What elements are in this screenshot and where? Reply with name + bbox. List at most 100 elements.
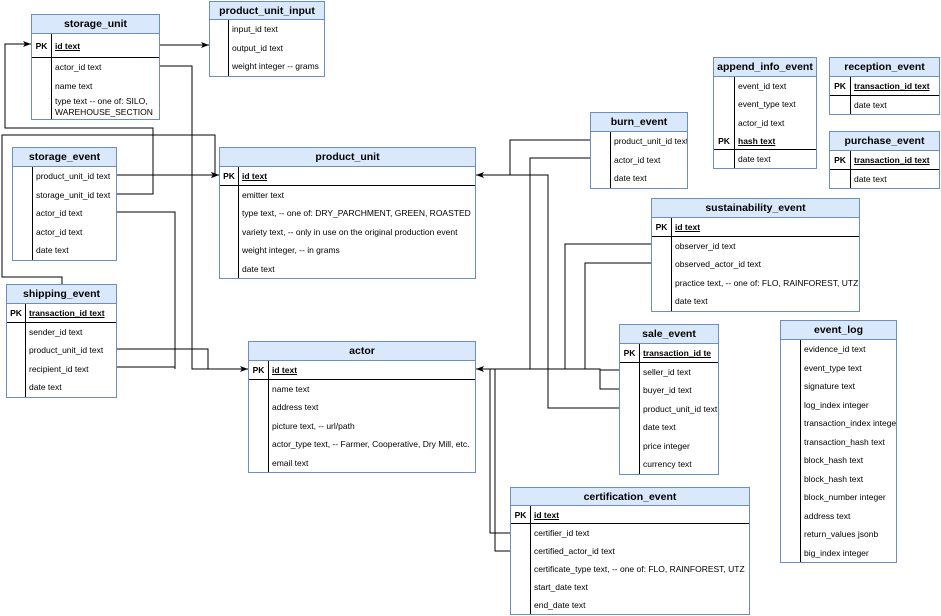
table-row: output_id text: [210, 38, 324, 57]
key-cell: [620, 381, 640, 400]
connector-burn-event-actor-id: [476, 157, 590, 372]
table-row: product_unit_id text: [13, 167, 116, 186]
field-label: evidence_id text: [804, 344, 866, 355]
reception-event-title: reception_event: [830, 58, 939, 77]
field-label: buyer_id text: [643, 385, 692, 396]
key-cell: [13, 185, 33, 204]
field-label: certificate_type text, -- one of: FLO, R…: [534, 564, 745, 574]
key-cell: [249, 453, 269, 472]
key-cell: [652, 292, 672, 311]
field-label: weight integer -- grams: [232, 61, 319, 72]
field-label: date text: [29, 382, 62, 393]
field-label: product_unit_id text: [36, 171, 111, 182]
table-row: type text -- one of: SILO, WAREHOUSE_SEC…: [32, 95, 159, 119]
key-cell: PK: [220, 167, 239, 185]
table-row: variety text, -- only in use on the orig…: [220, 222, 475, 241]
key-cell: [13, 241, 33, 260]
table-row: date text: [620, 418, 718, 437]
connector-shipping-event-product-unit-id: [117, 348, 209, 369]
field-label: date text: [854, 173, 887, 184]
field-label: date text: [675, 296, 708, 307]
table-row: big_index integer: [781, 543, 896, 562]
field-label: type text, -- one of: DRY_PARCHMENT, GRE…: [242, 208, 471, 219]
table-row: actor_id text: [32, 58, 159, 77]
key-cell: [620, 436, 640, 455]
field-label: hash text: [738, 135, 776, 146]
key-cell: [830, 169, 851, 188]
key-cell: [32, 58, 52, 77]
key-cell: [7, 322, 26, 341]
field-label: id text: [272, 364, 298, 375]
field-label: price integer: [643, 440, 690, 451]
burn-event-title: burn_event: [591, 113, 687, 132]
key-cell: [220, 204, 239, 223]
key-cell: [591, 169, 611, 188]
shipping-event-title: shipping_event: [7, 285, 116, 304]
key-cell: PK: [714, 131, 735, 150]
table-row: block_hash text: [781, 469, 896, 488]
actor-title: actor: [249, 342, 475, 361]
table-row: product_unit_id text: [591, 132, 687, 151]
field-label: actor_id text: [36, 208, 83, 219]
field-label: date text: [614, 173, 647, 184]
field-label: end_date text: [534, 600, 586, 610]
key-cell: [220, 185, 239, 204]
table-row: observer_id text: [652, 236, 859, 255]
table-row: transaction_index intege: [781, 414, 896, 433]
key-cell: [220, 222, 239, 241]
table-row: signature text: [781, 377, 896, 396]
field-label: name text: [55, 80, 93, 91]
field-label: block_hash text: [804, 473, 864, 484]
table-row: product_unit_id text: [620, 399, 718, 418]
field-label: date text: [738, 154, 771, 165]
field-label: transaction_index intege: [804, 418, 896, 429]
table-row: weight integer -- grams: [210, 57, 324, 76]
table-row: event_id text: [714, 77, 816, 96]
table-row: date text: [7, 378, 116, 397]
connector-burn-event-product-unit-id: [476, 139, 590, 178]
field-label: log_index integer: [804, 399, 869, 410]
table-row: price integer: [620, 436, 718, 455]
certification-event-title: certification_event: [511, 488, 749, 506]
field-label: date text: [242, 263, 275, 274]
table-row: certifier_id text: [511, 524, 749, 542]
field-label: product_unit_id text: [643, 403, 718, 414]
field-label: transaction_id text: [854, 80, 930, 91]
field-label: id text: [55, 40, 81, 51]
table-row: transaction_hash text: [781, 432, 896, 451]
key-cell: [249, 379, 269, 398]
key-cell: [511, 524, 531, 542]
field-label: event_type text: [804, 362, 862, 373]
field-label: date text: [643, 422, 676, 433]
table-row: end_date text: [511, 596, 749, 614]
key-cell: [830, 95, 851, 114]
table-row: recipient_id text: [7, 359, 116, 378]
connector-sale-event-buyer-id: [599, 369, 619, 390]
sustainability-event-title: sustainability_event: [652, 199, 859, 218]
key-cell: [249, 435, 269, 454]
table-row: sender_id text: [7, 322, 116, 341]
key-cell: [591, 150, 611, 169]
table-row: address text: [249, 398, 475, 417]
purchase-event-title: purchase_event: [830, 132, 939, 151]
key-cell: [511, 596, 531, 614]
key-cell: [781, 432, 801, 451]
field-label: transaction_id te: [643, 347, 712, 358]
sale-event-title: sale_event: [620, 325, 718, 344]
table-row: date text: [13, 241, 116, 260]
key-cell: [781, 451, 801, 470]
